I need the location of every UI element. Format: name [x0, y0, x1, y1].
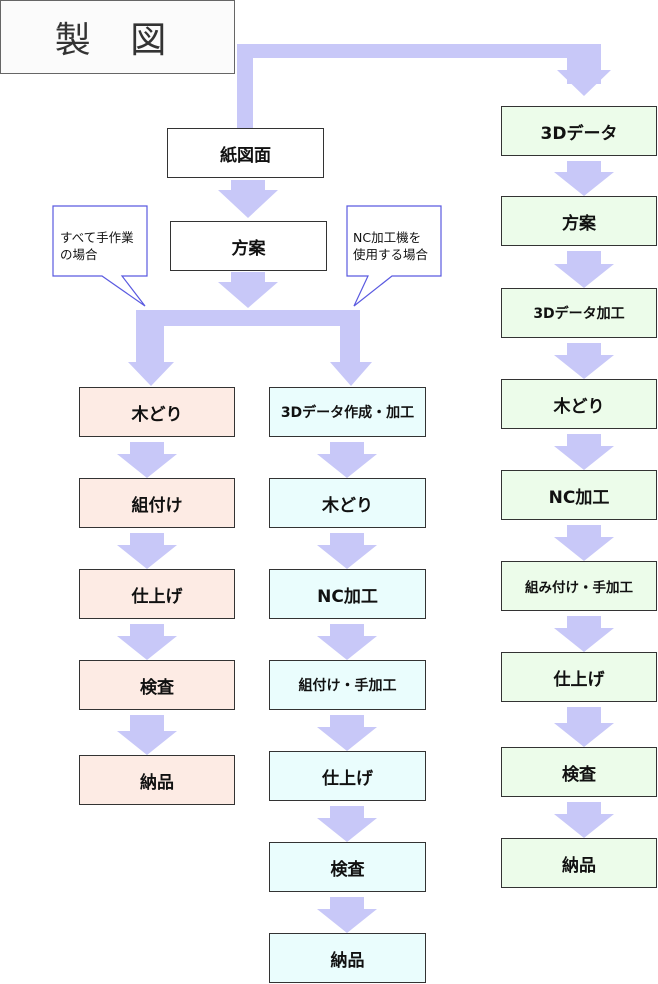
manual-callout-line-1: すべて手作業: [60, 230, 134, 245]
nc-callout-line-1: NC加工機を: [353, 230, 422, 245]
data3d-flow-arrow-head: [554, 723, 614, 747]
manual-callout-text: すべて手作業 の場合: [60, 229, 134, 263]
manual-flow-arrow-head: [117, 545, 177, 569]
manual-step-box: 組付け: [79, 478, 235, 528]
nc-flow-arrow-head: [317, 636, 377, 660]
arrow-plan-to-split-shaft: [231, 272, 265, 284]
title-connector-vertical: [237, 44, 253, 131]
manual-step-box: 検査: [79, 660, 235, 710]
data3d-step-box: 3Dデータ加工: [501, 288, 657, 338]
data3d-flow-arrow-head: [554, 446, 614, 470]
manual-flow-arrow-shaft: [130, 442, 164, 454]
manual-callout-line-2: の場合: [60, 247, 98, 262]
manual-step-box: 仕上げ: [79, 569, 235, 619]
nc-step-box: 組付け・手加工: [269, 660, 426, 710]
data3d-flow-arrow-shaft: [567, 251, 601, 264]
data3d-flow-arrow-shaft: [567, 525, 601, 537]
nc-flow-arrow-shaft: [330, 806, 364, 818]
data3d-flow-arrow-shaft: [567, 616, 601, 628]
title-connector-horizontal: [237, 44, 601, 58]
nc-flow-arrow-head: [317, 545, 377, 569]
data3d-flow-arrow-head: [554, 814, 614, 838]
split-left-head: [128, 362, 174, 386]
data3d-step-box: 納品: [501, 838, 657, 888]
arrow-plan-to-split-head: [218, 282, 278, 308]
data3d-step-box: 3Dデータ: [501, 106, 657, 156]
nc-flow-arrow-shaft: [330, 533, 364, 545]
nc-callout-bubble: [346, 205, 442, 307]
split-left-vertical: [136, 310, 164, 368]
nc-step-box: 3Dデータ作成・加工: [269, 387, 426, 437]
nc-callout-text: NC加工機を 使用する場合: [353, 229, 428, 263]
nc-callout-line-2: 使用する場合: [353, 247, 429, 262]
nc-flow-arrow-head: [317, 727, 377, 751]
manual-step-box: 木どり: [79, 387, 235, 437]
manual-flow-arrow-shaft: [130, 533, 164, 545]
manual-flow-arrow-shaft: [130, 624, 164, 636]
nc-step-box: 検査: [269, 842, 426, 892]
arrow-drawing-to-plan-head: [218, 190, 278, 218]
split-right-vertical: [340, 310, 360, 368]
data3d-step-box: 検査: [501, 747, 657, 797]
data3d-step-box: NC加工: [501, 470, 657, 520]
nc-step-box: 仕上げ: [269, 751, 426, 801]
data3d-step-box: 方案: [501, 196, 657, 246]
manual-flow-arrow-head: [117, 636, 177, 660]
data3d-step-box: 木どり: [501, 379, 657, 429]
data3d-flow-arrow-shaft: [567, 802, 601, 814]
arrow-drawing-to-plan-shaft: [231, 180, 265, 192]
data3d-flow-arrow-head: [554, 628, 614, 652]
data3d-flow-arrow-head: [554, 264, 614, 288]
nc-flow-arrow-head: [317, 818, 377, 842]
split-right-head: [330, 362, 372, 386]
data3d-flow-arrow-shaft: [567, 434, 601, 446]
data3d-flow-arrow-shaft: [567, 161, 601, 172]
data3d-flow-arrow-head: [554, 355, 614, 379]
data3d-step-box: 組み付け・手加工: [501, 561, 657, 611]
nc-step-box: 納品: [269, 933, 426, 983]
data3d-flow-arrow-head: [554, 537, 614, 561]
paper-drawing-box: 紙図面: [167, 128, 324, 178]
nc-step-box: NC加工: [269, 569, 426, 619]
data3d-flow-arrow-shaft: [567, 343, 601, 355]
plan-box: 方案: [170, 221, 327, 271]
manual-callout-bubble: [52, 205, 148, 307]
page-title: 製 図: [0, 0, 235, 74]
split-bar: [136, 310, 360, 326]
nc-step-box: 木どり: [269, 478, 426, 528]
nc-flow-arrow-shaft: [330, 442, 364, 454]
data3d-flow-arrow-head: [554, 172, 614, 196]
manual-step-box: 納品: [79, 755, 235, 805]
data3d-step-box: 仕上げ: [501, 652, 657, 702]
nc-flow-arrow-shaft: [330, 624, 364, 636]
nc-flow-arrow-head: [317, 454, 377, 478]
nc-flow-arrow-head: [317, 909, 377, 933]
data3d-flow-arrow-shaft: [567, 707, 601, 723]
manual-flow-arrow-head: [117, 731, 177, 755]
manual-flow-arrow-shaft: [130, 715, 164, 731]
arrow-to-3d-data: [557, 70, 611, 96]
nc-flow-arrow-shaft: [330, 897, 364, 909]
manual-flow-arrow-head: [117, 454, 177, 478]
nc-flow-arrow-shaft: [330, 715, 364, 727]
